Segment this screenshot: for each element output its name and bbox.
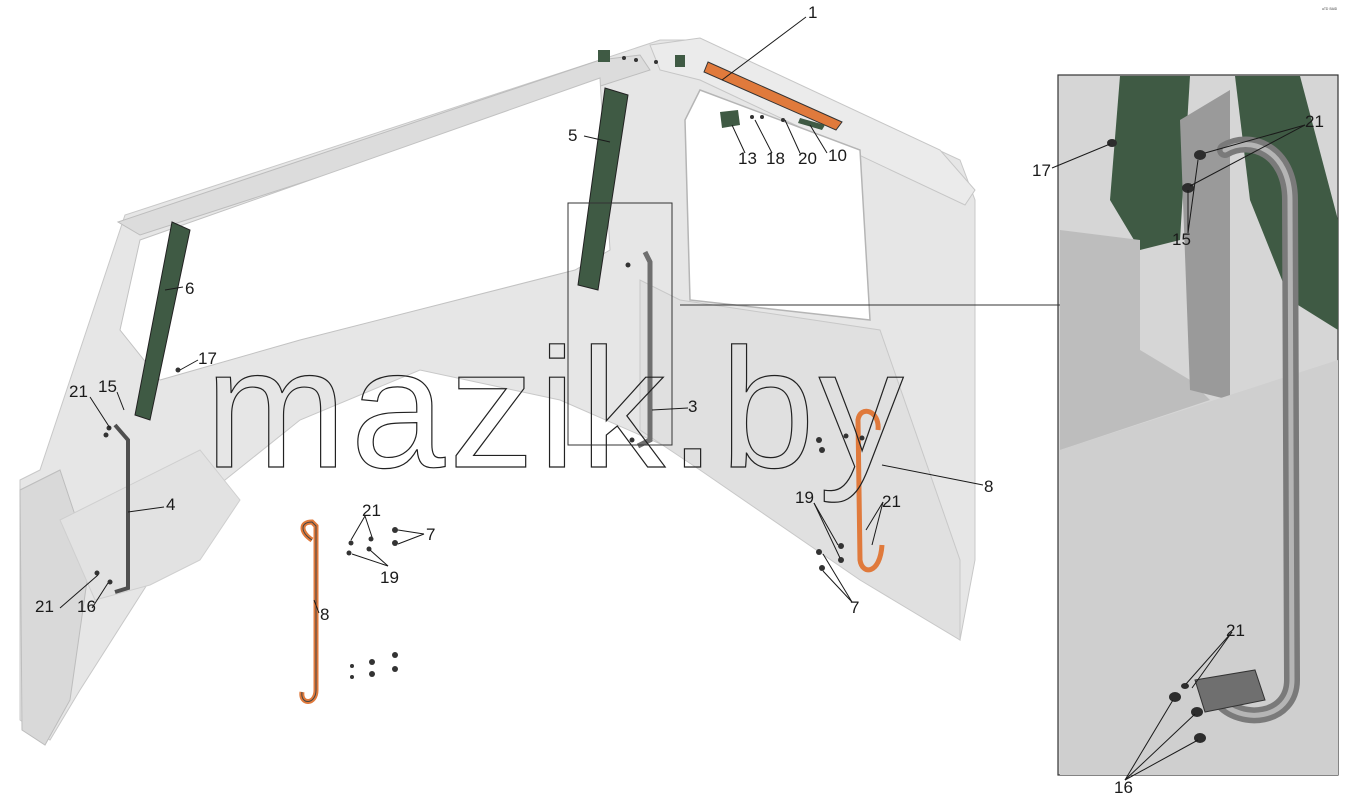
- callout-3: 3: [688, 397, 697, 416]
- callout-1: 1: [808, 3, 817, 22]
- callout-16-inset: 16: [1114, 778, 1133, 797]
- callout-10: 10: [828, 146, 847, 165]
- callout-20: 20: [798, 149, 817, 168]
- part-10-handle: [798, 118, 825, 130]
- inset-bracket-plate: [1194, 669, 1266, 713]
- inset-panel-left: [1060, 230, 1210, 450]
- callout-21-loose: 21: [362, 501, 381, 520]
- inset-lower-panel: [1060, 360, 1338, 775]
- top-strip-1: [703, 61, 843, 131]
- inset-bolts: [1107, 139, 1206, 743]
- callout-15-main: 15: [98, 377, 117, 396]
- roof-rail: [116, 54, 651, 236]
- callout-15-inset: 15: [1172, 230, 1191, 249]
- callout-8-door: 8: [984, 477, 993, 496]
- callout-19-door: 19: [795, 488, 814, 507]
- leader-lines: [59, 16, 1306, 781]
- callout-4: 4: [166, 495, 175, 514]
- inset-panel-face: [1180, 90, 1230, 400]
- lower-front-panel: [59, 449, 241, 601]
- callout-7-loose: 7: [426, 525, 435, 544]
- pillar-trim-5: [577, 87, 629, 291]
- callout-7-door: 7: [850, 598, 859, 617]
- callout-21-door: 21: [882, 492, 901, 511]
- callout-5: 5: [568, 126, 577, 145]
- callout-8-loose: 8: [320, 605, 329, 624]
- callout-19-loose: 19: [380, 568, 399, 587]
- callout-13: 13: [738, 149, 757, 168]
- windshield-opening: [119, 77, 611, 381]
- callout-labels: 1 5 13 18 20 10 6 17 21 15 3 4 21 16 21 …: [35, 3, 1324, 797]
- handrail-4: [113, 423, 130, 594]
- callout-21-inset-bottom: 21: [1226, 621, 1245, 640]
- callout-17-inset: 17: [1032, 161, 1051, 180]
- callout-17-main: 17: [198, 349, 217, 368]
- top-bracket-left: [598, 50, 610, 62]
- handrail-3: [636, 250, 653, 449]
- callout-21-inset-top: 21: [1305, 112, 1324, 131]
- top-bracket-right: [675, 55, 685, 67]
- handrail-8-loose: [299, 519, 319, 704]
- cab-body: [19, 37, 976, 746]
- fasteners: [94, 56, 865, 679]
- inset-handrail-highlight: [1217, 141, 1295, 718]
- watermark: mazik.by: [205, 314, 908, 504]
- callout-18: 18: [766, 149, 785, 168]
- callout-21-left-bottom: 21: [35, 597, 54, 616]
- pillar-trim-6: [134, 221, 191, 421]
- callout-6: 6: [185, 279, 194, 298]
- parts: [94, 50, 885, 704]
- inset-detail: [567, 74, 1339, 776]
- detail-region-box: [567, 202, 673, 446]
- callout-21-left-top: 21: [69, 382, 88, 401]
- inset-dark-pillar: [1110, 76, 1190, 250]
- corner-mark: ᵃᵀᴰ ᴮᴬᴵᴰ: [1322, 7, 1338, 13]
- handrail-8-loose-outline: [301, 521, 317, 702]
- part-13-block: [720, 110, 740, 128]
- handrail-8-mounted: [855, 408, 885, 573]
- callout-16-main: 16: [77, 597, 96, 616]
